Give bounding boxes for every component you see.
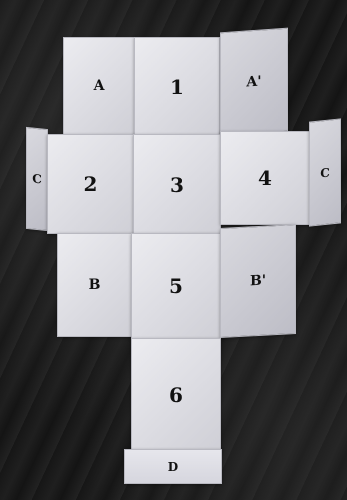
face-C-right-label: C — [310, 119, 340, 225]
face-5-label: 5 — [132, 234, 220, 338]
face-6: 6 — [131, 338, 221, 451]
face-1: 1 — [134, 37, 220, 137]
face-C-right-tab: C — [309, 118, 341, 226]
face-B-label: B — [58, 234, 131, 336]
face-A: A — [63, 37, 135, 135]
face-D-label: D — [125, 450, 221, 483]
face-3: 3 — [133, 134, 221, 236]
face-C-left-label: C — [27, 128, 47, 230]
face-3-label: 3 — [134, 135, 220, 235]
face-A-prime: A' — [220, 28, 288, 137]
face-C-left-tab: C — [26, 127, 48, 231]
face-D-tab: D — [124, 449, 222, 484]
face-B: B — [57, 233, 132, 337]
face-A-label: A — [64, 38, 134, 134]
face-B-prime: B' — [220, 224, 296, 338]
face-1-label: 1 — [135, 38, 219, 136]
face-4: 4 — [220, 131, 310, 225]
face-2-label: 2 — [48, 135, 133, 233]
face-A-prime-label: A' — [221, 29, 287, 136]
face-2: 2 — [47, 134, 134, 234]
face-B-prime-label: B' — [221, 225, 295, 337]
face-6-label: 6 — [132, 339, 220, 450]
face-5: 5 — [131, 233, 221, 339]
face-4-label: 4 — [221, 132, 309, 224]
